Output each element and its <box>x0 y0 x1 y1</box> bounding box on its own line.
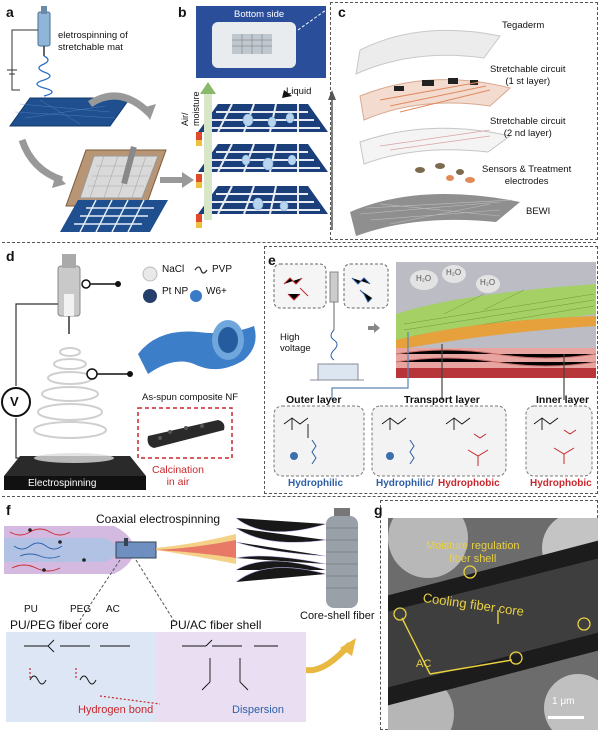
bottom-side-label: Bottom side <box>234 9 285 20</box>
legend-pu: PU <box>24 604 38 615</box>
h2o-label-2: H₂O <box>446 268 462 277</box>
voltage-symbol: V <box>10 394 19 409</box>
panel-g: g Moisture regulation fiber shell Coolin… <box>374 498 598 732</box>
dispersion-label: Dispersion <box>232 704 284 716</box>
core-shell-label: Core-shell fiber <box>300 610 375 622</box>
outer-hydrophilic: Hydrophilic <box>288 478 344 489</box>
liquid-label: Liquid <box>286 86 312 97</box>
nf-label: As-spun composite NF <box>142 392 239 403</box>
transport-hydrophilic: Hydrophilic/ <box>376 478 434 489</box>
legend-pvp: PVP <box>212 264 233 275</box>
high-voltage-label: High voltage <box>280 332 311 354</box>
panel-e-label: e <box>268 252 276 268</box>
calcination-label: Calcination in air <box>152 464 204 488</box>
outer-layer-title: Outer layer <box>286 394 342 406</box>
layer-tegaderm: Tegaderm <box>502 20 545 31</box>
spin-caption: eletrospinning of stretchable mat <box>58 30 128 53</box>
row-divider-2 <box>2 496 596 497</box>
h2o-label-3: H₂O <box>480 278 496 287</box>
legend-w6: W6+ <box>206 286 227 297</box>
shell-text: Moisture regulation fiber shell <box>426 540 520 565</box>
layer-sensors: Sensors & Treatment electrodes <box>482 164 572 187</box>
layer-circuit-1: Stretchable circuit (1 st layer) <box>490 64 566 87</box>
layer-bewi: BEWI <box>526 206 551 217</box>
tem-micrograph <box>388 518 598 730</box>
hydrogen-bond-label: Hydrogen bond <box>78 704 154 716</box>
transport-hydrophobic: Hydrophobic <box>438 478 500 489</box>
nanofiber-electrospinning-setup <box>1 254 256 490</box>
bottom-side-photo-and-layers <box>196 6 336 230</box>
panel-a: a eletrospinning <box>0 0 200 240</box>
legend-peg: PEG <box>70 604 92 615</box>
legend-nacl: NaCl <box>162 264 185 275</box>
air-moisture-label: Air/ moisture <box>180 91 201 126</box>
electrospinning-mat-illustration <box>7 6 194 233</box>
panel-a-label: a <box>6 4 14 20</box>
panel-c-border <box>330 2 598 240</box>
panel-d: d <box>0 244 262 494</box>
legend-ac: AC <box>106 604 120 615</box>
panel-b-label: b <box>178 4 187 20</box>
core-label: PU/PEG fiber core <box>10 618 109 632</box>
coaxial-title: Coaxial electrospinning <box>96 512 221 526</box>
janus-membrane-skin-illustration <box>273 262 597 477</box>
inner-layer-title: Inner layer <box>536 394 590 406</box>
transport-layer-title: Transport layer <box>404 394 480 406</box>
layer-circuit-2: Stretchable circuit (2 nd layer) <box>490 116 566 139</box>
row-divider-1 <box>2 242 596 243</box>
electrospinning-label: Electrospinning <box>28 478 97 489</box>
legend-pt-np: Pt NP <box>162 286 189 297</box>
panel-f: f Coaxial el <box>0 498 380 732</box>
h2o-label-1: H₂O <box>416 274 432 283</box>
panel-c-label: c <box>338 4 346 20</box>
shell-label: PU/AC fiber shell <box>170 618 262 632</box>
panel-e: e <box>264 244 600 494</box>
scale-bar-label: 1 μm <box>552 696 575 707</box>
ac-text: AC <box>416 658 432 670</box>
inner-hydrophobic: Hydrophobic <box>530 478 592 489</box>
device-layer-stack <box>350 29 520 236</box>
panel-c: c Tegaderm Stretchable circuit (1 st lay… <box>330 0 598 240</box>
coaxial-electrospinning-illustration <box>4 508 358 722</box>
panel-b: b Bottom side Air/ moi <box>168 0 338 240</box>
panel-e-border <box>264 246 598 494</box>
panel-d-label: d <box>6 248 15 264</box>
panel-f-label: f <box>6 502 11 518</box>
panel-g-label: g <box>374 502 383 518</box>
